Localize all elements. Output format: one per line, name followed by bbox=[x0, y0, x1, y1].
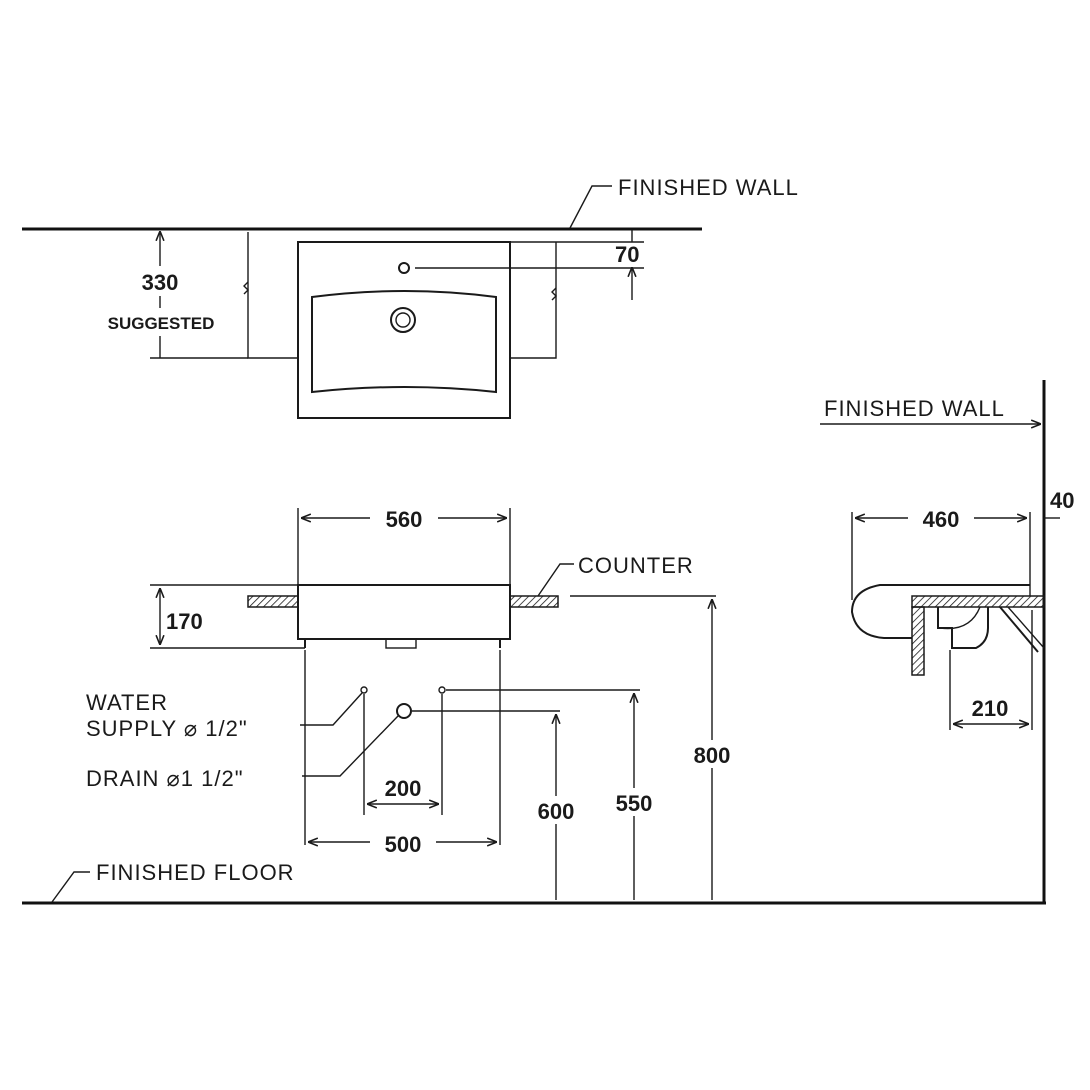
front-elevation: 560 COUNTER 170 WATER SUPPLY ⌀ 1/2" DRAI… bbox=[22, 504, 1046, 905]
water-supply-left-icon bbox=[360, 686, 368, 694]
dim-70: 70 bbox=[615, 242, 639, 267]
finished-floor-label: FINISHED FLOOR bbox=[96, 860, 295, 885]
dim-40: 40 bbox=[1050, 488, 1074, 513]
dim-170: 170 bbox=[166, 609, 203, 634]
drain-label: DRAIN ⌀1 1/2" bbox=[86, 766, 244, 791]
dim-210: 210 bbox=[972, 696, 1009, 721]
dim-560: 560 bbox=[386, 507, 423, 532]
finished-wall-label-side: FINISHED WALL bbox=[824, 396, 1005, 421]
right-break-mark bbox=[551, 287, 557, 301]
dim-500: 500 bbox=[385, 832, 422, 857]
suggested-label: SUGGESTED bbox=[108, 314, 215, 333]
counter-side bbox=[911, 595, 1045, 608]
counter-leader bbox=[537, 563, 574, 597]
drain-outer-icon bbox=[390, 307, 416, 333]
dim-200: 200 bbox=[385, 776, 422, 801]
left-bracket-line bbox=[247, 232, 298, 359]
dim-800: 800 bbox=[694, 743, 731, 768]
basin-outline-plan bbox=[297, 241, 511, 419]
finished-wall-label-top: FINISHED WALL bbox=[618, 175, 799, 200]
right-bracket-line bbox=[510, 242, 557, 359]
water-supply-right-icon bbox=[438, 686, 446, 694]
basin-bowl-plan bbox=[311, 290, 497, 394]
dim-600: 600 bbox=[538, 799, 575, 824]
drain-leader bbox=[302, 715, 399, 777]
finished-wall-leader bbox=[569, 185, 612, 229]
basin-trap bbox=[937, 607, 989, 649]
drain-pipe-icon bbox=[396, 703, 412, 719]
drain-outlet bbox=[385, 638, 417, 649]
dim-460: 460 bbox=[923, 507, 960, 532]
tap-hole-icon bbox=[398, 262, 410, 274]
dim-330: 330 bbox=[142, 270, 179, 295]
counter-label: COUNTER bbox=[578, 553, 694, 578]
water-supply-label-2: SUPPLY ⌀ 1/2" bbox=[86, 716, 248, 741]
side-elevation: FINISHED WALL 460 40 210 bbox=[820, 380, 1074, 904]
dim-550: 550 bbox=[616, 791, 653, 816]
counter-left bbox=[247, 595, 299, 608]
finished-floor-leader bbox=[51, 871, 90, 903]
drain-inner-icon bbox=[395, 312, 411, 328]
plan-view: FINISHED WALL 330 SUGGESTED 70 bbox=[22, 175, 799, 419]
counter-right bbox=[509, 595, 559, 608]
left-break-mark bbox=[243, 281, 249, 295]
water-supply-label-1: WATER bbox=[86, 690, 168, 715]
counter-support bbox=[911, 606, 925, 676]
basin-front bbox=[297, 584, 511, 640]
water-supply-leader bbox=[300, 692, 363, 726]
basin-side-profile bbox=[850, 584, 1030, 639]
